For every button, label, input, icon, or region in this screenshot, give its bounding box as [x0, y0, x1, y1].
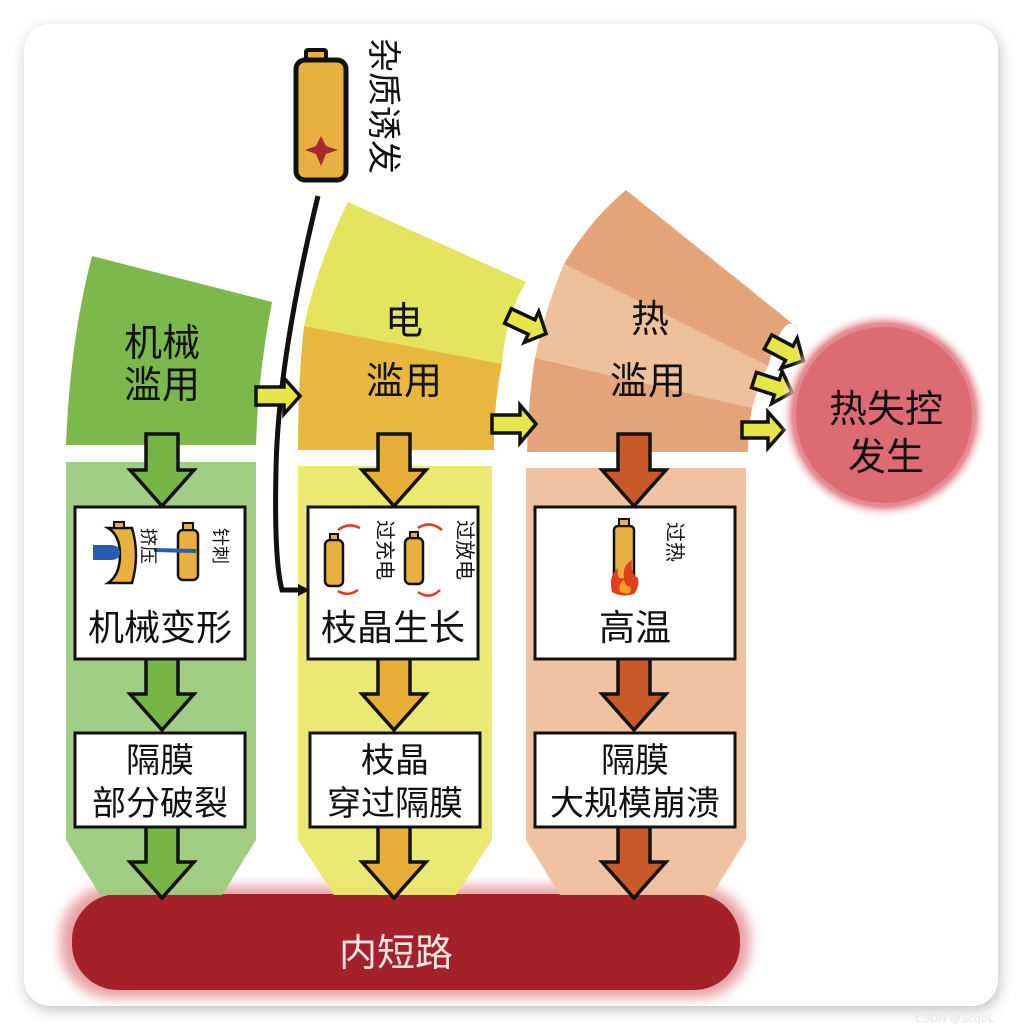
down-arrow — [598, 432, 670, 509]
thermal-down-arrows — [598, 432, 670, 901]
watermark: CSDN @ScqbL — [915, 1012, 994, 1025]
nail-label: 针刺 — [209, 528, 230, 564]
electrical-down-arrows — [358, 432, 430, 901]
down-arrow — [126, 656, 198, 733]
thermal-runaway-circle — [796, 327, 972, 503]
arrow-thermal-to-runaway-1 — [761, 332, 806, 372]
battery-overcharge-icon — [323, 524, 361, 595]
electrical-header-bottom — [298, 326, 502, 450]
high-temperature-title: 高温 — [599, 608, 671, 649]
battery-nail-icon — [153, 522, 200, 582]
down-arrow — [358, 432, 430, 509]
battery-overheat-icon — [610, 518, 639, 596]
dendrite-penetrate-box — [308, 731, 482, 829]
impurity-connector-line — [273, 195, 321, 593]
electrical-header-line2: 滥用 — [366, 359, 442, 403]
mechanical-down-arrows — [126, 432, 198, 901]
down-arrow — [358, 656, 430, 733]
internal-short-circuit-label: 内短路 — [339, 931, 453, 975]
mechanical-deformation-title: 机械变形 — [88, 608, 232, 649]
battery-overdischarge-icon — [403, 523, 443, 597]
arrow-electrical-to-thermal-upper — [502, 306, 549, 346]
mechanical-deformation-box — [73, 505, 247, 661]
down-arrow — [358, 824, 430, 901]
mechanical-header — [66, 256, 272, 445]
crush-label: 挤压 — [137, 528, 158, 564]
separator-partial-rupture-box — [73, 731, 247, 829]
electrical-header-top — [304, 202, 526, 364]
separator-collapse-line1: 隔膜 — [601, 741, 669, 781]
thermal-header-top — [564, 190, 798, 366]
separator-collapse-line2: 大规模崩溃 — [550, 784, 720, 824]
thermal-header-mid — [535, 264, 768, 408]
mechanical-header-line2: 滥用 — [124, 363, 200, 407]
impurity-battery-icon — [293, 48, 349, 183]
thermal-header-line2: 滥用 — [610, 359, 686, 403]
impurity-connector-arrowhead — [298, 584, 310, 596]
separator-partial-line2: 部分破裂 — [92, 784, 228, 824]
thermal-runaway-line1: 热失控 — [829, 387, 943, 431]
arrow-mechanical-to-electrical — [254, 373, 303, 419]
dendrite-growth-title: 枝晶生长 — [321, 608, 465, 649]
separator-collapse-box — [533, 731, 737, 829]
down-arrow — [598, 656, 670, 733]
internal-short-circuit-bar — [60, 886, 750, 998]
battery-crush-icon — [93, 521, 138, 585]
impurity-trigger-label: 杂质诱发 — [363, 38, 403, 174]
electrical-header-line1: 电 — [385, 299, 423, 343]
overcharge-label: 过充电 — [373, 520, 397, 580]
mechanical-header-line1: 机械 — [124, 321, 200, 365]
thermal-runaway-line2: 发生 — [848, 435, 924, 479]
overheat-label: 过热 — [663, 522, 687, 562]
separator-partial-line1: 隔膜 — [126, 741, 194, 781]
arrow-electrical-to-thermal-lower — [490, 400, 539, 448]
overdischarge-label: 过放电 — [453, 520, 477, 580]
arrow-thermal-to-runaway-3 — [740, 407, 787, 453]
down-arrow — [126, 432, 198, 509]
dendrite-penetrate-line1: 枝晶 — [361, 741, 429, 781]
dendrite-penetrate-line2: 穿过隔膜 — [327, 784, 463, 824]
down-arrow — [598, 824, 670, 901]
thermal-header-line1: 热 — [631, 297, 669, 341]
down-arrow — [126, 824, 198, 901]
thermal-header-bottom — [527, 358, 752, 452]
